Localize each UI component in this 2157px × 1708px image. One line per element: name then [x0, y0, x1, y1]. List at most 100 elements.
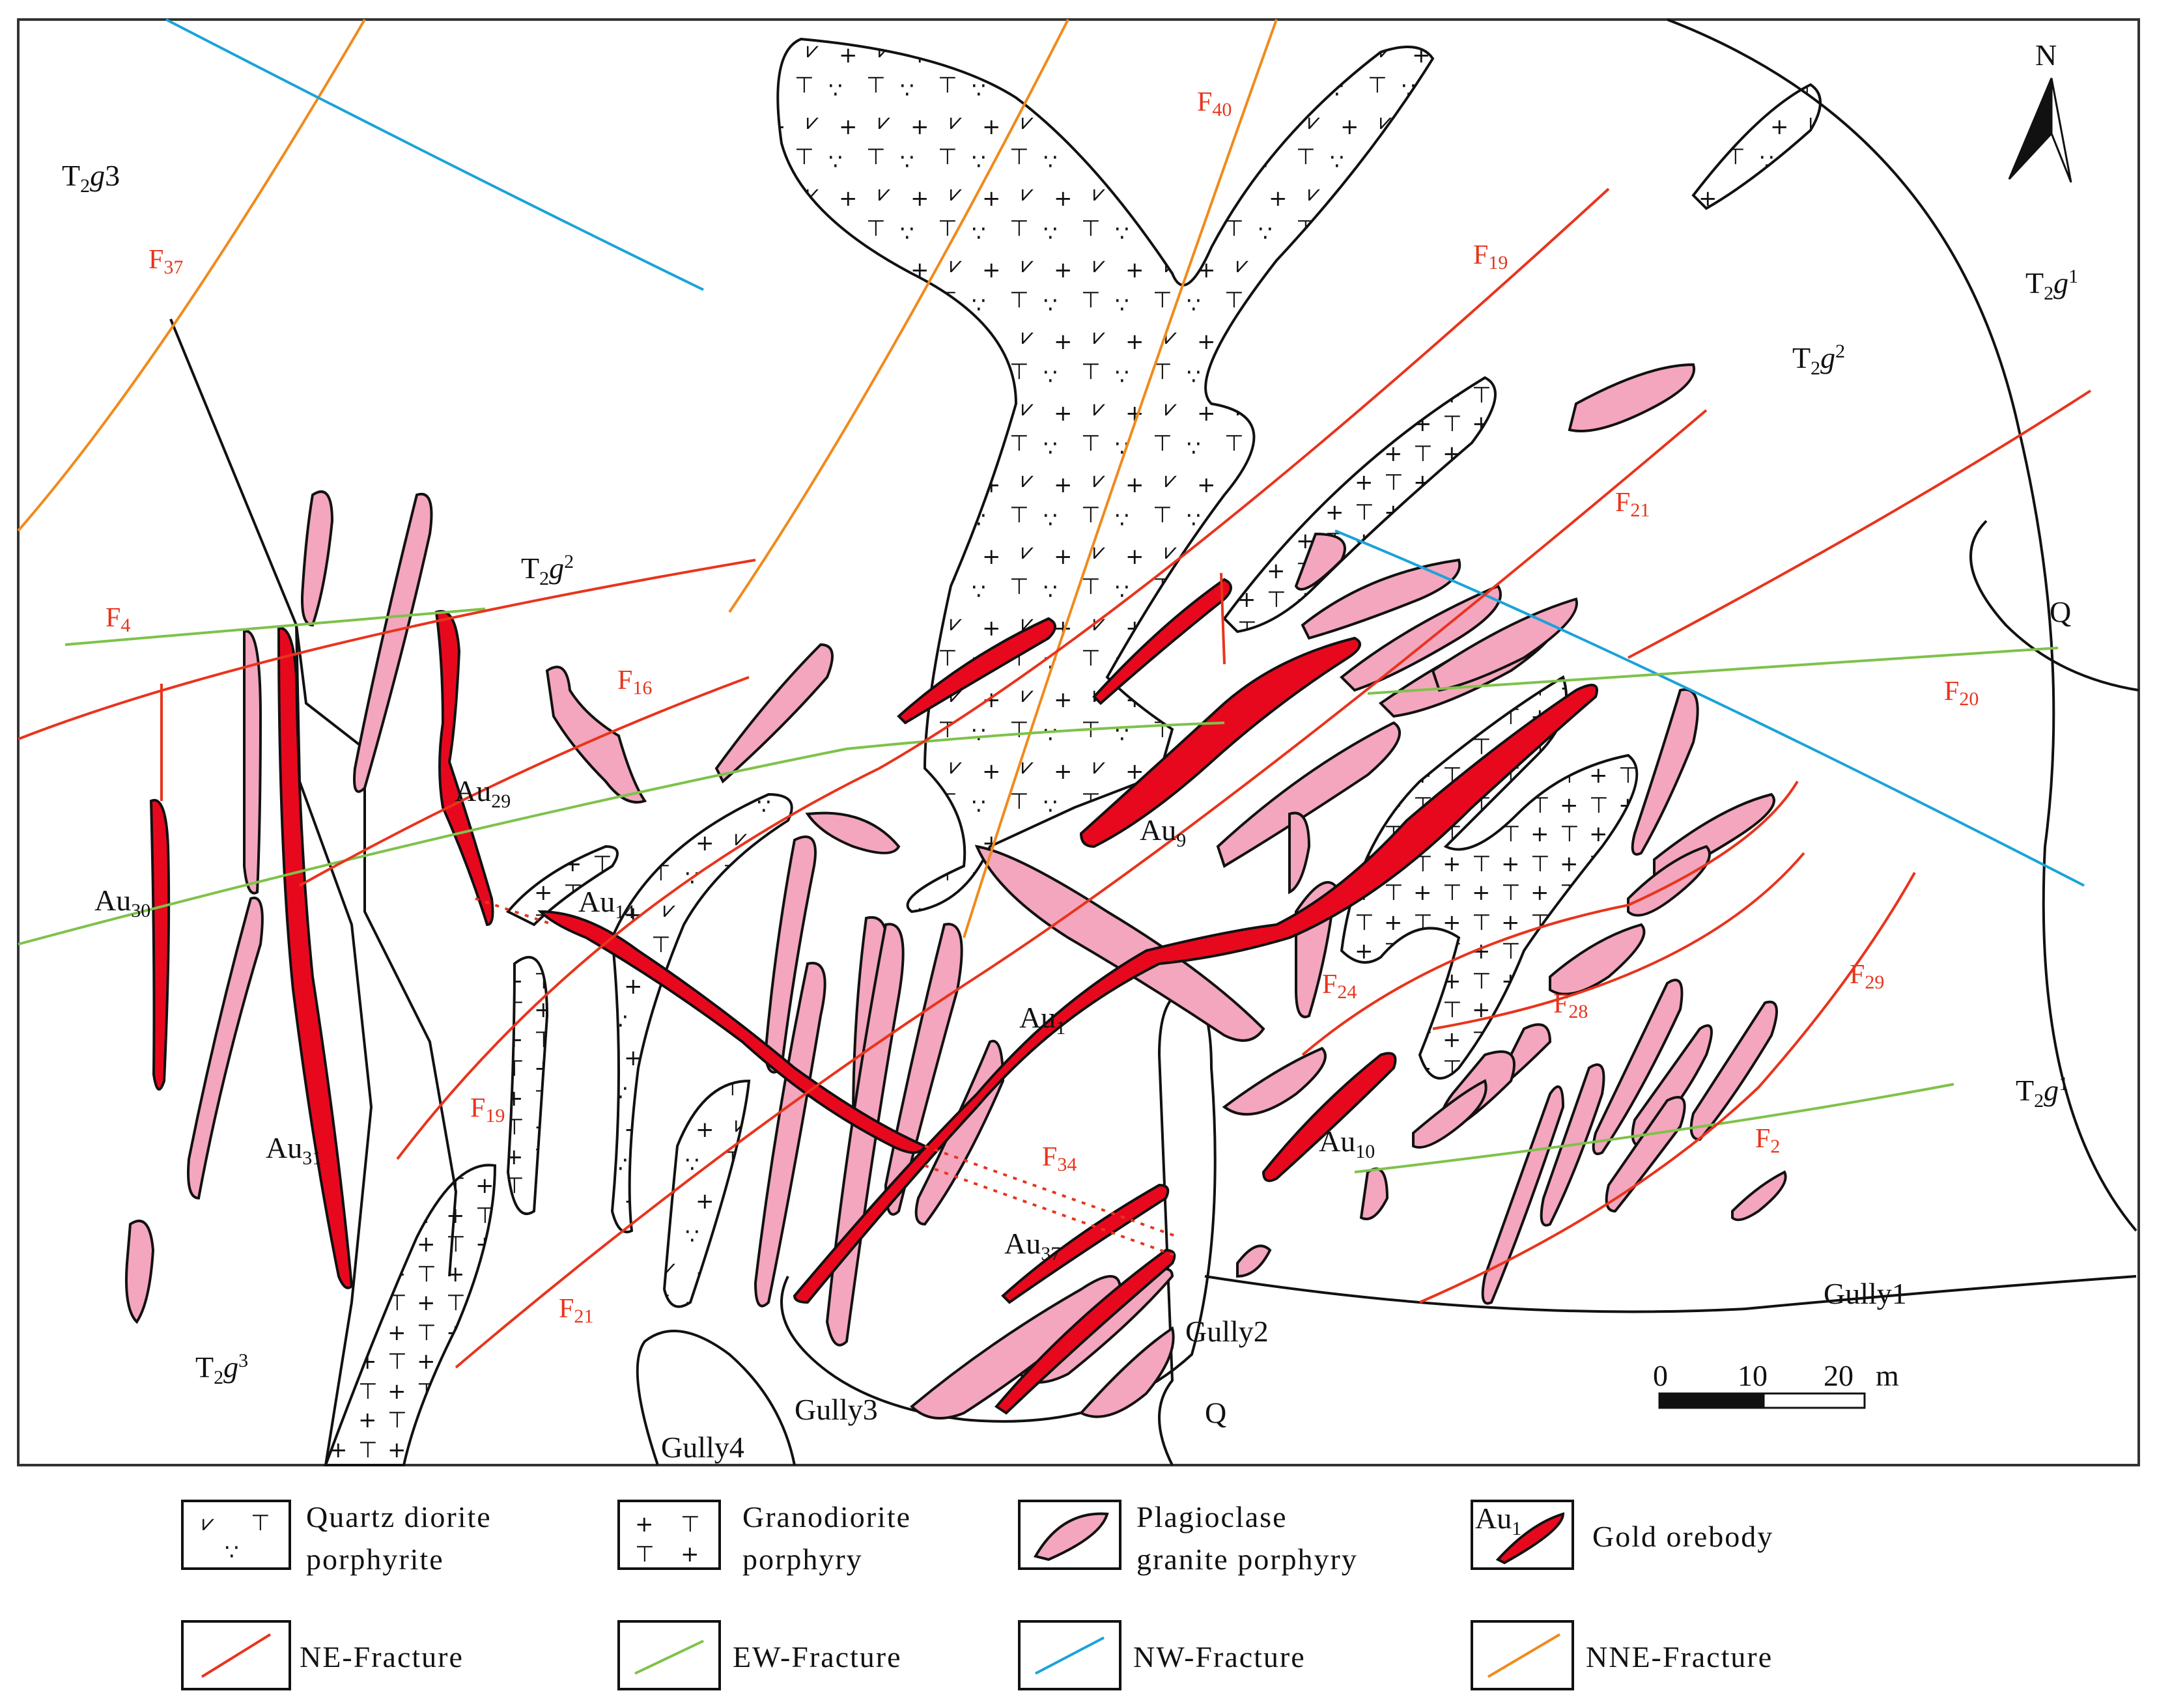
label-f40: F40 — [1197, 87, 1232, 120]
svg-text:⊤: ⊤ — [681, 1511, 700, 1537]
svg-text:⩗: ⩗ — [202, 1510, 214, 1536]
label-f4: F4 — [106, 603, 130, 636]
southwest-dike — [324, 1164, 497, 1466]
label-gully2: Gully2 — [1185, 1315, 1269, 1348]
label-au31: Au31 — [266, 1131, 322, 1169]
legend: ⩗ ⊤ ∵ Quartz diorite porphyrite + ⊤ ⊤ + Gran… — [181, 1500, 1773, 1690]
label-f21-south: F21 — [559, 1294, 593, 1327]
scale-tick-20: 20 — [1824, 1359, 1854, 1392]
scale-unit: m — [1876, 1359, 1899, 1392]
label-au29: Au29 — [455, 774, 511, 812]
orebody-au31 — [277, 626, 354, 1289]
svg-text:Quartz diorite: Quartz diorite — [306, 1500, 492, 1533]
svg-text:porphyrite: porphyrite — [306, 1543, 444, 1576]
label-au14: Au14 — [578, 885, 634, 923]
label-f29: F29 — [1850, 960, 1884, 993]
gully-q-east — [1969, 520, 2139, 692]
label-f37: F37 — [148, 245, 183, 278]
orebody-north-2 — [1092, 578, 1232, 705]
label-t2g3-nw: T2g3 — [62, 159, 120, 197]
orebody-au37-2 — [994, 1248, 1176, 1415]
label-gully1: Gully1 — [1824, 1277, 1907, 1310]
label-au37: Au37 — [1004, 1227, 1060, 1265]
svg-text:Au1: Au1 — [1475, 1502, 1521, 1539]
scale-tick-0: 0 — [1653, 1359, 1668, 1392]
svg-text:+: + — [681, 1541, 699, 1567]
legend-nw-fracture: NW-Fracture — [1018, 1620, 1306, 1690]
label-au10: Au10 — [1319, 1125, 1375, 1162]
scale-tick-10: 10 — [1738, 1359, 1768, 1392]
svg-text:EW-Fracture: EW-Fracture — [733, 1640, 902, 1673]
orebody-au1 — [793, 684, 1598, 1304]
gully1-line — [1204, 1275, 2137, 1313]
nw-fractures — [165, 18, 2085, 887]
legend-quartz-diorite: ⩗ ⊤ ∵ Quartz diorite porphyrite — [181, 1500, 492, 1576]
label-t2g1-se: T2g1 — [2016, 1073, 2068, 1112]
fractures — [17, 18, 2092, 1369]
label-f34: F34 — [1042, 1142, 1077, 1175]
north-label: N — [2035, 38, 2057, 72]
northeast-small — [1691, 83, 1822, 210]
svg-text:Plagioclase: Plagioclase — [1136, 1500, 1288, 1533]
label-f28: F28 — [1553, 989, 1588, 1022]
label-q-south: Q — [1205, 1396, 1226, 1429]
svg-text:porphyry: porphyry — [742, 1543, 863, 1576]
central-dike-2 — [662, 1079, 751, 1308]
nne-fractures — [17, 18, 1278, 938]
label-t2g2-west: T2g2 — [521, 551, 574, 589]
inferred-f34 — [475, 897, 1179, 1258]
label-f16: F16 — [617, 665, 652, 699]
svg-text:NE-Fracture: NE-Fracture — [300, 1640, 464, 1673]
legend-ew-fracture: EW-Fracture — [617, 1620, 902, 1690]
svg-text:NW-Fracture: NW-Fracture — [1133, 1640, 1306, 1673]
label-t2g1-ne: T2g1 — [2025, 266, 2078, 304]
orebody-au29 — [434, 609, 494, 927]
label-au9: Au9 — [1140, 813, 1186, 851]
label-f24: F24 — [1322, 970, 1357, 1003]
svg-text:⊤: ⊤ — [251, 1510, 270, 1536]
gold-orebodies — [149, 578, 1598, 1415]
label-au30: Au30 — [94, 884, 150, 921]
gully4-outline — [636, 1330, 796, 1466]
legend-plagioclase: Plagioclase granite porphyry — [1018, 1500, 1357, 1576]
label-f21-north: F21 — [1615, 488, 1650, 521]
scale-bar: 0 10 20 m — [1653, 1359, 1899, 1409]
gully2-outline — [1157, 988, 1186, 1466]
east-intrusion — [1340, 675, 1639, 1080]
legend-ne-fracture: NE-Fracture — [181, 1620, 464, 1690]
orebody-au10 — [1262, 1052, 1397, 1183]
label-q-east: Q — [2050, 595, 2071, 628]
west-dike-2 — [506, 956, 549, 1215]
legend-nne-fracture: NNE-Fracture — [1471, 1620, 1773, 1690]
label-f19-south: F19 — [470, 1093, 505, 1127]
label-gully4: Gully4 — [661, 1431, 744, 1464]
label-f19-north: F19 — [1473, 240, 1508, 273]
svg-text:⊤: ⊤ — [635, 1541, 655, 1567]
orebody-au14 — [537, 910, 927, 1154]
label-t2g3-sw: T2g3 — [195, 1350, 248, 1388]
boundary-east — [1667, 18, 2137, 1232]
legend-granodiorite: + ⊤ ⊤ + Granodiorite porphyry — [617, 1500, 911, 1576]
svg-text:Gold orebody: Gold orebody — [1592, 1520, 1773, 1553]
label-f2: F2 — [1755, 1124, 1780, 1157]
label-t2g2-east: T2g2 — [1792, 341, 1845, 379]
orebody-north-1 — [897, 617, 1056, 725]
west-dike-1 — [505, 845, 619, 927]
orebody-au37-1 — [1001, 1183, 1170, 1304]
boundary-west — [169, 318, 458, 1277]
legend-gold: Au1 Gold orebody — [1471, 1500, 1773, 1570]
north-arrow-icon: N — [2008, 38, 2072, 183]
ne-fractures — [18, 188, 2092, 1369]
ew-fractures — [18, 608, 2059, 1173]
ne-intrusion — [1222, 376, 1497, 634]
orebody-au9 — [1079, 636, 1361, 848]
svg-text:NNE-Fracture: NNE-Fracture — [1586, 1640, 1773, 1673]
svg-text:Granodiorite: Granodiorite — [742, 1500, 911, 1533]
label-gully3: Gully3 — [795, 1393, 878, 1426]
label-f20: F20 — [1944, 677, 1979, 710]
svg-text:∵: ∵ — [225, 1539, 239, 1565]
orebody-au30 — [149, 798, 171, 1091]
svg-text:+: + — [635, 1511, 654, 1537]
map-frame — [17, 18, 2140, 1466]
